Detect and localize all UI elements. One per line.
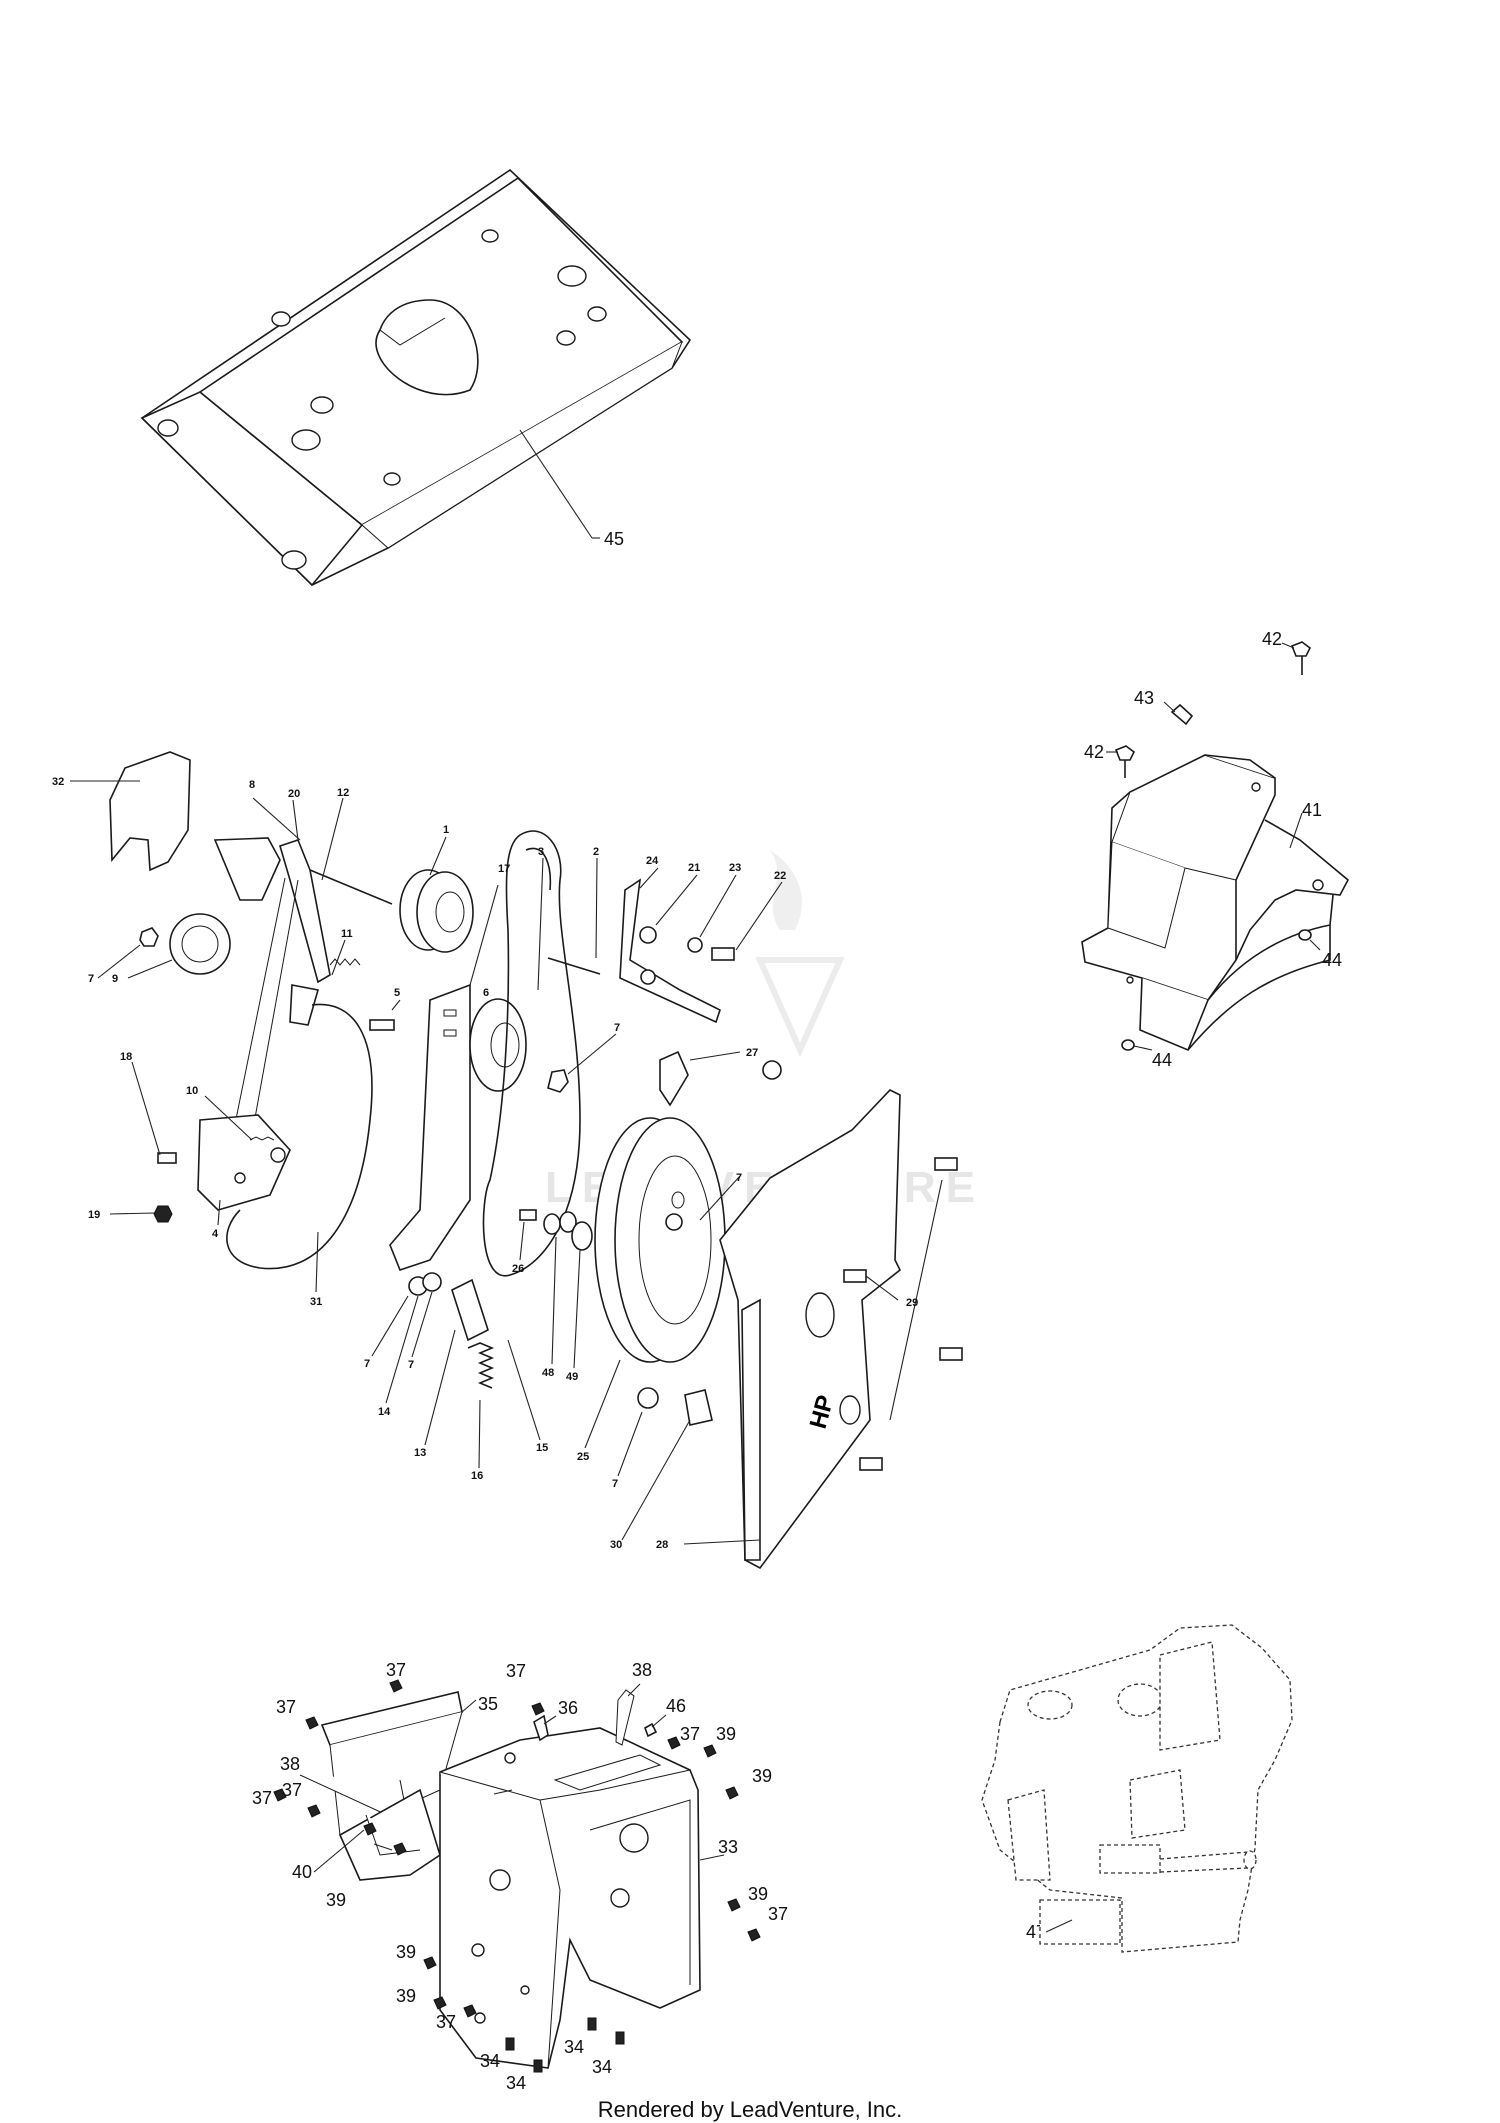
callout-37f: 37 bbox=[282, 1780, 302, 1800]
callout-45: 45 bbox=[604, 529, 624, 549]
callouts-bottom: 37 37 35 37 36 38 46 37 39 38 39 37 37 3… bbox=[252, 1660, 1046, 2093]
callout-26: 26 bbox=[512, 1263, 524, 1275]
callout-24: 24 bbox=[646, 855, 659, 867]
callout-42a: 42 bbox=[1262, 629, 1282, 649]
callout-39a: 39 bbox=[716, 1724, 736, 1744]
callout-9: 9 bbox=[112, 973, 118, 985]
callout-7f: 7 bbox=[612, 1478, 618, 1490]
callout-34a: 34 bbox=[480, 2051, 500, 2071]
callout-14: 14 bbox=[378, 1406, 391, 1418]
callout-44b: 44 bbox=[1152, 1050, 1172, 1070]
callout-23: 23 bbox=[729, 862, 741, 874]
callout-39f: 39 bbox=[396, 1986, 416, 2006]
callout-19: 19 bbox=[88, 1209, 100, 1221]
callout-39c: 39 bbox=[326, 1890, 346, 1910]
callout-37e: 37 bbox=[252, 1788, 272, 1808]
drive-assembly: HP bbox=[70, 751, 963, 1570]
callouts-right: 42 43 42 41 44 44 bbox=[1084, 629, 1342, 1070]
callout-7a: 7 bbox=[88, 973, 94, 985]
callout-31: 31 bbox=[310, 1296, 322, 1308]
callout-12: 12 bbox=[337, 787, 349, 799]
callout-7b: 7 bbox=[614, 1022, 620, 1034]
callout-8: 8 bbox=[249, 779, 255, 791]
belt-cover-assembly bbox=[1081, 641, 1350, 1052]
housing-assembly bbox=[273, 1679, 761, 2073]
callout-39d: 39 bbox=[748, 1884, 768, 1904]
callout-17: 17 bbox=[498, 863, 510, 875]
callout-20: 20 bbox=[288, 788, 300, 800]
callout-41: 41 bbox=[1302, 800, 1322, 820]
callout-35: 35 bbox=[478, 1694, 498, 1714]
callout-3: 3 bbox=[538, 846, 544, 858]
callout-13: 13 bbox=[414, 1447, 426, 1459]
callout-37d: 37 bbox=[680, 1724, 700, 1744]
callout-5: 5 bbox=[394, 987, 400, 999]
callout-16: 16 bbox=[471, 1470, 483, 1482]
callout-37c: 37 bbox=[506, 1661, 526, 1681]
callout-40: 40 bbox=[292, 1862, 312, 1882]
callout-7c: 7 bbox=[736, 1172, 742, 1184]
callout-37a: 37 bbox=[386, 1660, 406, 1680]
callout-44a: 44 bbox=[1322, 950, 1342, 970]
callout-32: 32 bbox=[52, 776, 64, 788]
callout-34c: 34 bbox=[564, 2037, 584, 2057]
frame-plate-45 bbox=[140, 168, 692, 587]
callout-27: 27 bbox=[746, 1047, 758, 1059]
callout-33: 33 bbox=[718, 1837, 738, 1857]
callout-43: 43 bbox=[1134, 688, 1154, 708]
callout-1: 1 bbox=[443, 824, 449, 836]
callout-37h: 37 bbox=[436, 2012, 456, 2032]
callout-2: 2 bbox=[593, 846, 599, 858]
callout-21: 21 bbox=[688, 862, 700, 874]
callout-29: 29 bbox=[906, 1297, 918, 1309]
callout-4: 4 bbox=[212, 1228, 219, 1240]
callout-34d: 34 bbox=[592, 2057, 612, 2077]
callout-22: 22 bbox=[774, 870, 786, 882]
callout-30: 30 bbox=[610, 1539, 622, 1551]
callout-46: 46 bbox=[666, 1696, 686, 1716]
callout-39e: 39 bbox=[396, 1942, 416, 1962]
callout-37b: 37 bbox=[276, 1697, 296, 1717]
callout-18: 18 bbox=[120, 1051, 132, 1063]
callout-7d: 7 bbox=[364, 1358, 370, 1370]
callout-28: 28 bbox=[656, 1539, 668, 1551]
callout-15: 15 bbox=[536, 1442, 548, 1454]
callout-37g: 37 bbox=[768, 1904, 788, 1924]
callout-49: 49 bbox=[566, 1371, 578, 1383]
callout-34b: 34 bbox=[506, 2073, 526, 2093]
callout-39b: 39 bbox=[752, 1766, 772, 1786]
callout-11: 11 bbox=[341, 928, 353, 940]
callout-38a: 38 bbox=[632, 1660, 652, 1680]
callout-36: 36 bbox=[558, 1698, 578, 1718]
callout-38b: 38 bbox=[280, 1754, 300, 1774]
footer-credit: Rendered by LeadVenture, Inc. bbox=[597, 2097, 903, 2122]
callout-7e: 7 bbox=[408, 1359, 414, 1371]
callout-48: 48 bbox=[542, 1367, 554, 1379]
callout-42b: 42 bbox=[1084, 742, 1104, 762]
engine-reference bbox=[981, 1624, 1293, 1953]
callout-10: 10 bbox=[186, 1085, 198, 1097]
callout-25: 25 bbox=[577, 1451, 589, 1463]
callout-6: 6 bbox=[483, 987, 489, 999]
callouts-middle: 32 8 20 12 1 17 3 2 24 21 23 22 7 9 11 5… bbox=[52, 776, 918, 1551]
